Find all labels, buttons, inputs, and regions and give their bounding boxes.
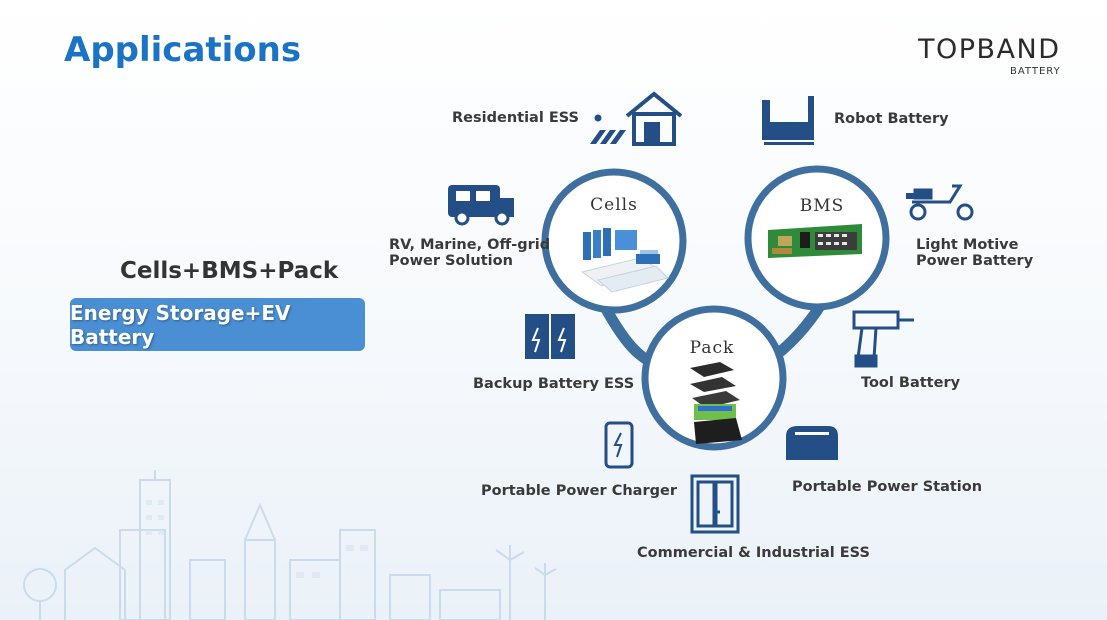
power-bank-icon (604, 421, 634, 469)
rv-label-line2: Power Solution (389, 253, 513, 269)
power-station-icon (786, 426, 838, 460)
light-motive-label-line2: Power Battery (916, 253, 1034, 269)
scooter-icon (906, 184, 974, 221)
pack-ring (641, 305, 787, 451)
page-title: Applications (64, 30, 302, 70)
backup-battery-label: Backup Battery ESS (473, 376, 635, 392)
energy-storage-badge: Energy Storage+EV Battery (70, 298, 365, 351)
cells-label: Cells (590, 195, 638, 215)
tool-battery-label: Tool Battery (861, 375, 961, 391)
product-headline: Cells+BMS+Pack (120, 258, 339, 284)
bms-label: BMS (799, 196, 845, 216)
portable-station-label: Portable Power Station (792, 479, 983, 495)
battery-cabinet-icon (525, 314, 575, 359)
robot-icon (762, 96, 814, 145)
rv-label-line1: RV, Marine, Off-grid (389, 237, 551, 253)
pack-label: Pack (689, 338, 735, 358)
residential-ess-label: Residential ESS (452, 110, 579, 126)
house-icon (625, 91, 683, 146)
topband-logo: TOPBAND (918, 34, 1061, 65)
industrial-cabinet-icon (690, 474, 740, 534)
rv-truck-icon (448, 185, 514, 226)
commercial-ess-label: Commercial & Industrial ESS (637, 545, 870, 561)
topband-logo-sub: BATTERY (1010, 66, 1061, 77)
cells-product-image (580, 228, 669, 293)
drill-icon (852, 310, 914, 368)
solar-panel-icon (590, 114, 626, 144)
light-motive-label-line1: Light Motive (916, 237, 1019, 253)
portable-charger-label: Portable Power Charger (481, 483, 677, 499)
pack-exploded-image (690, 362, 742, 444)
robot-battery-label: Robot Battery (834, 111, 949, 127)
bms-board-image (768, 224, 862, 258)
